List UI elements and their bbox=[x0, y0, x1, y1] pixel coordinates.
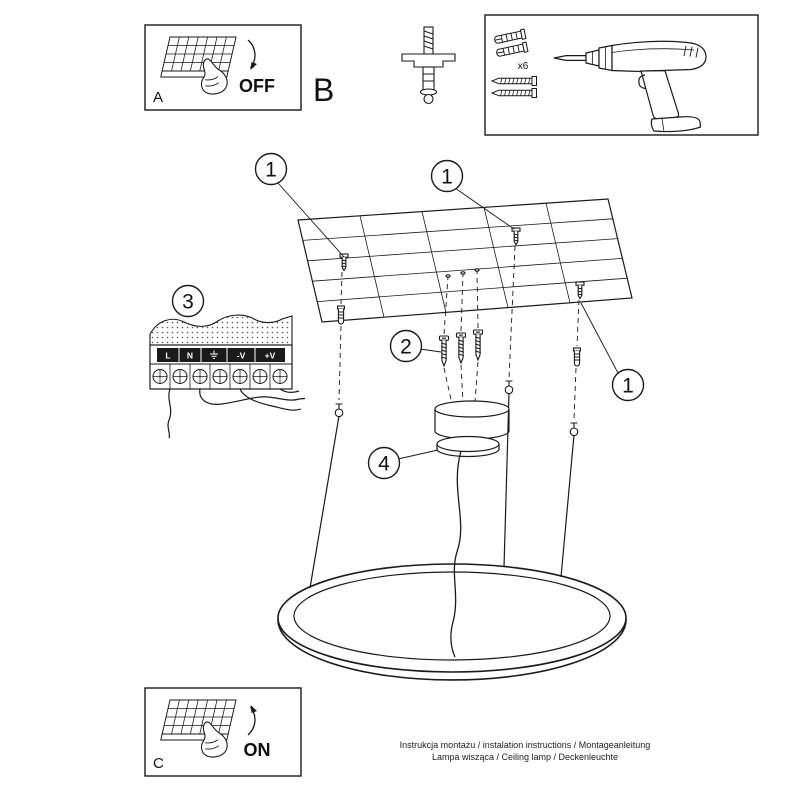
callout-4-number: 4 bbox=[378, 453, 390, 476]
callout-1b: 1 bbox=[430, 159, 464, 193]
terminal-wires bbox=[167, 388, 306, 439]
hardware-box: x6 bbox=[484, 14, 759, 136]
ceiling-anchor-illustration bbox=[401, 26, 456, 105]
callout-1b-number: 1 bbox=[441, 166, 453, 189]
dowel-count-label: x6 bbox=[518, 61, 529, 72]
callout-1a-number: 1 bbox=[265, 159, 277, 182]
callout-4: 4 bbox=[367, 446, 401, 480]
panel-a-box: OFF A bbox=[144, 24, 302, 111]
mounting-bracket-shape bbox=[401, 53, 456, 68]
callout-3: 3 bbox=[171, 284, 205, 318]
terminal-block-illustration: L N -V +V bbox=[149, 314, 306, 439]
canopy-screw-icon bbox=[438, 335, 450, 367]
drill-icon bbox=[553, 40, 707, 133]
ceiling-panel-grid bbox=[297, 198, 633, 323]
hanging-loop-shape bbox=[423, 93, 434, 105]
callout-1a: 1 bbox=[254, 152, 288, 186]
ceiling-hook-icon bbox=[504, 380, 514, 395]
section-b-label: B bbox=[313, 72, 334, 108]
terminal-label-l: L bbox=[165, 351, 170, 361]
callout-2-number: 2 bbox=[400, 336, 412, 359]
wall-plug-icon bbox=[337, 305, 345, 325]
footer: Instrukcja montażu / instalation instruc… bbox=[400, 740, 651, 762]
terminal-label-negv: -V bbox=[237, 351, 246, 361]
earth-ground-icon bbox=[210, 350, 218, 359]
wall-switch-icon bbox=[160, 699, 237, 741]
canopy-screw-icon bbox=[455, 332, 467, 364]
step2-screws bbox=[438, 329, 484, 367]
canopy-illustration bbox=[434, 400, 510, 458]
section-b: B bbox=[313, 26, 456, 108]
footer-line2: Lampa wisząca / Ceiling lamp / Deckenleu… bbox=[432, 752, 618, 762]
ceiling-hook-icon bbox=[569, 422, 579, 437]
callout-2: 2 bbox=[389, 329, 423, 363]
terminal-screws bbox=[152, 369, 288, 384]
suspension-cables bbox=[309, 392, 575, 589]
power-off-label: OFF bbox=[239, 76, 275, 96]
callout-3-number: 3 bbox=[182, 291, 194, 314]
wall-plug-icon bbox=[573, 347, 581, 367]
panel-c-box: ON C bbox=[144, 687, 302, 777]
ceiling-hook-icon bbox=[334, 403, 344, 418]
suspension-cable bbox=[503, 392, 510, 568]
mounting-alignment-lines bbox=[338, 245, 580, 421]
panel-c-label: C bbox=[153, 755, 164, 772]
canopy-screw-icon bbox=[472, 329, 484, 361]
hardware-box-border bbox=[484, 14, 759, 136]
suspension-cable bbox=[560, 434, 575, 578]
ceiling-surface-band bbox=[149, 314, 293, 346]
ring-front-face bbox=[277, 619, 627, 681]
ring-outer-edge bbox=[277, 563, 627, 673]
terminal-label-n: N bbox=[187, 351, 193, 361]
screw-icon bbox=[491, 76, 537, 86]
power-on-label: ON bbox=[244, 740, 271, 760]
terminal-label-posv: +V bbox=[265, 351, 276, 361]
power-cord bbox=[450, 450, 462, 658]
ceiling-panel-outline bbox=[297, 198, 633, 323]
ring-lamp bbox=[277, 563, 627, 681]
wall-switch-icon bbox=[160, 36, 237, 78]
terminal-label-bar bbox=[157, 348, 285, 362]
ring-inner-edge bbox=[293, 571, 611, 661]
panel-a-label: A bbox=[153, 89, 163, 106]
screw-icon bbox=[491, 88, 537, 98]
callouts: 1 1 1 2 3 4 bbox=[171, 152, 645, 480]
callout-1c-number: 1 bbox=[622, 375, 634, 398]
footer-line1: Instrukcja montażu / instalation instruc… bbox=[400, 740, 651, 750]
callout-1c: 1 bbox=[611, 368, 645, 402]
callout-leader-lines bbox=[277, 182, 619, 460]
suspension-cable bbox=[309, 415, 340, 589]
